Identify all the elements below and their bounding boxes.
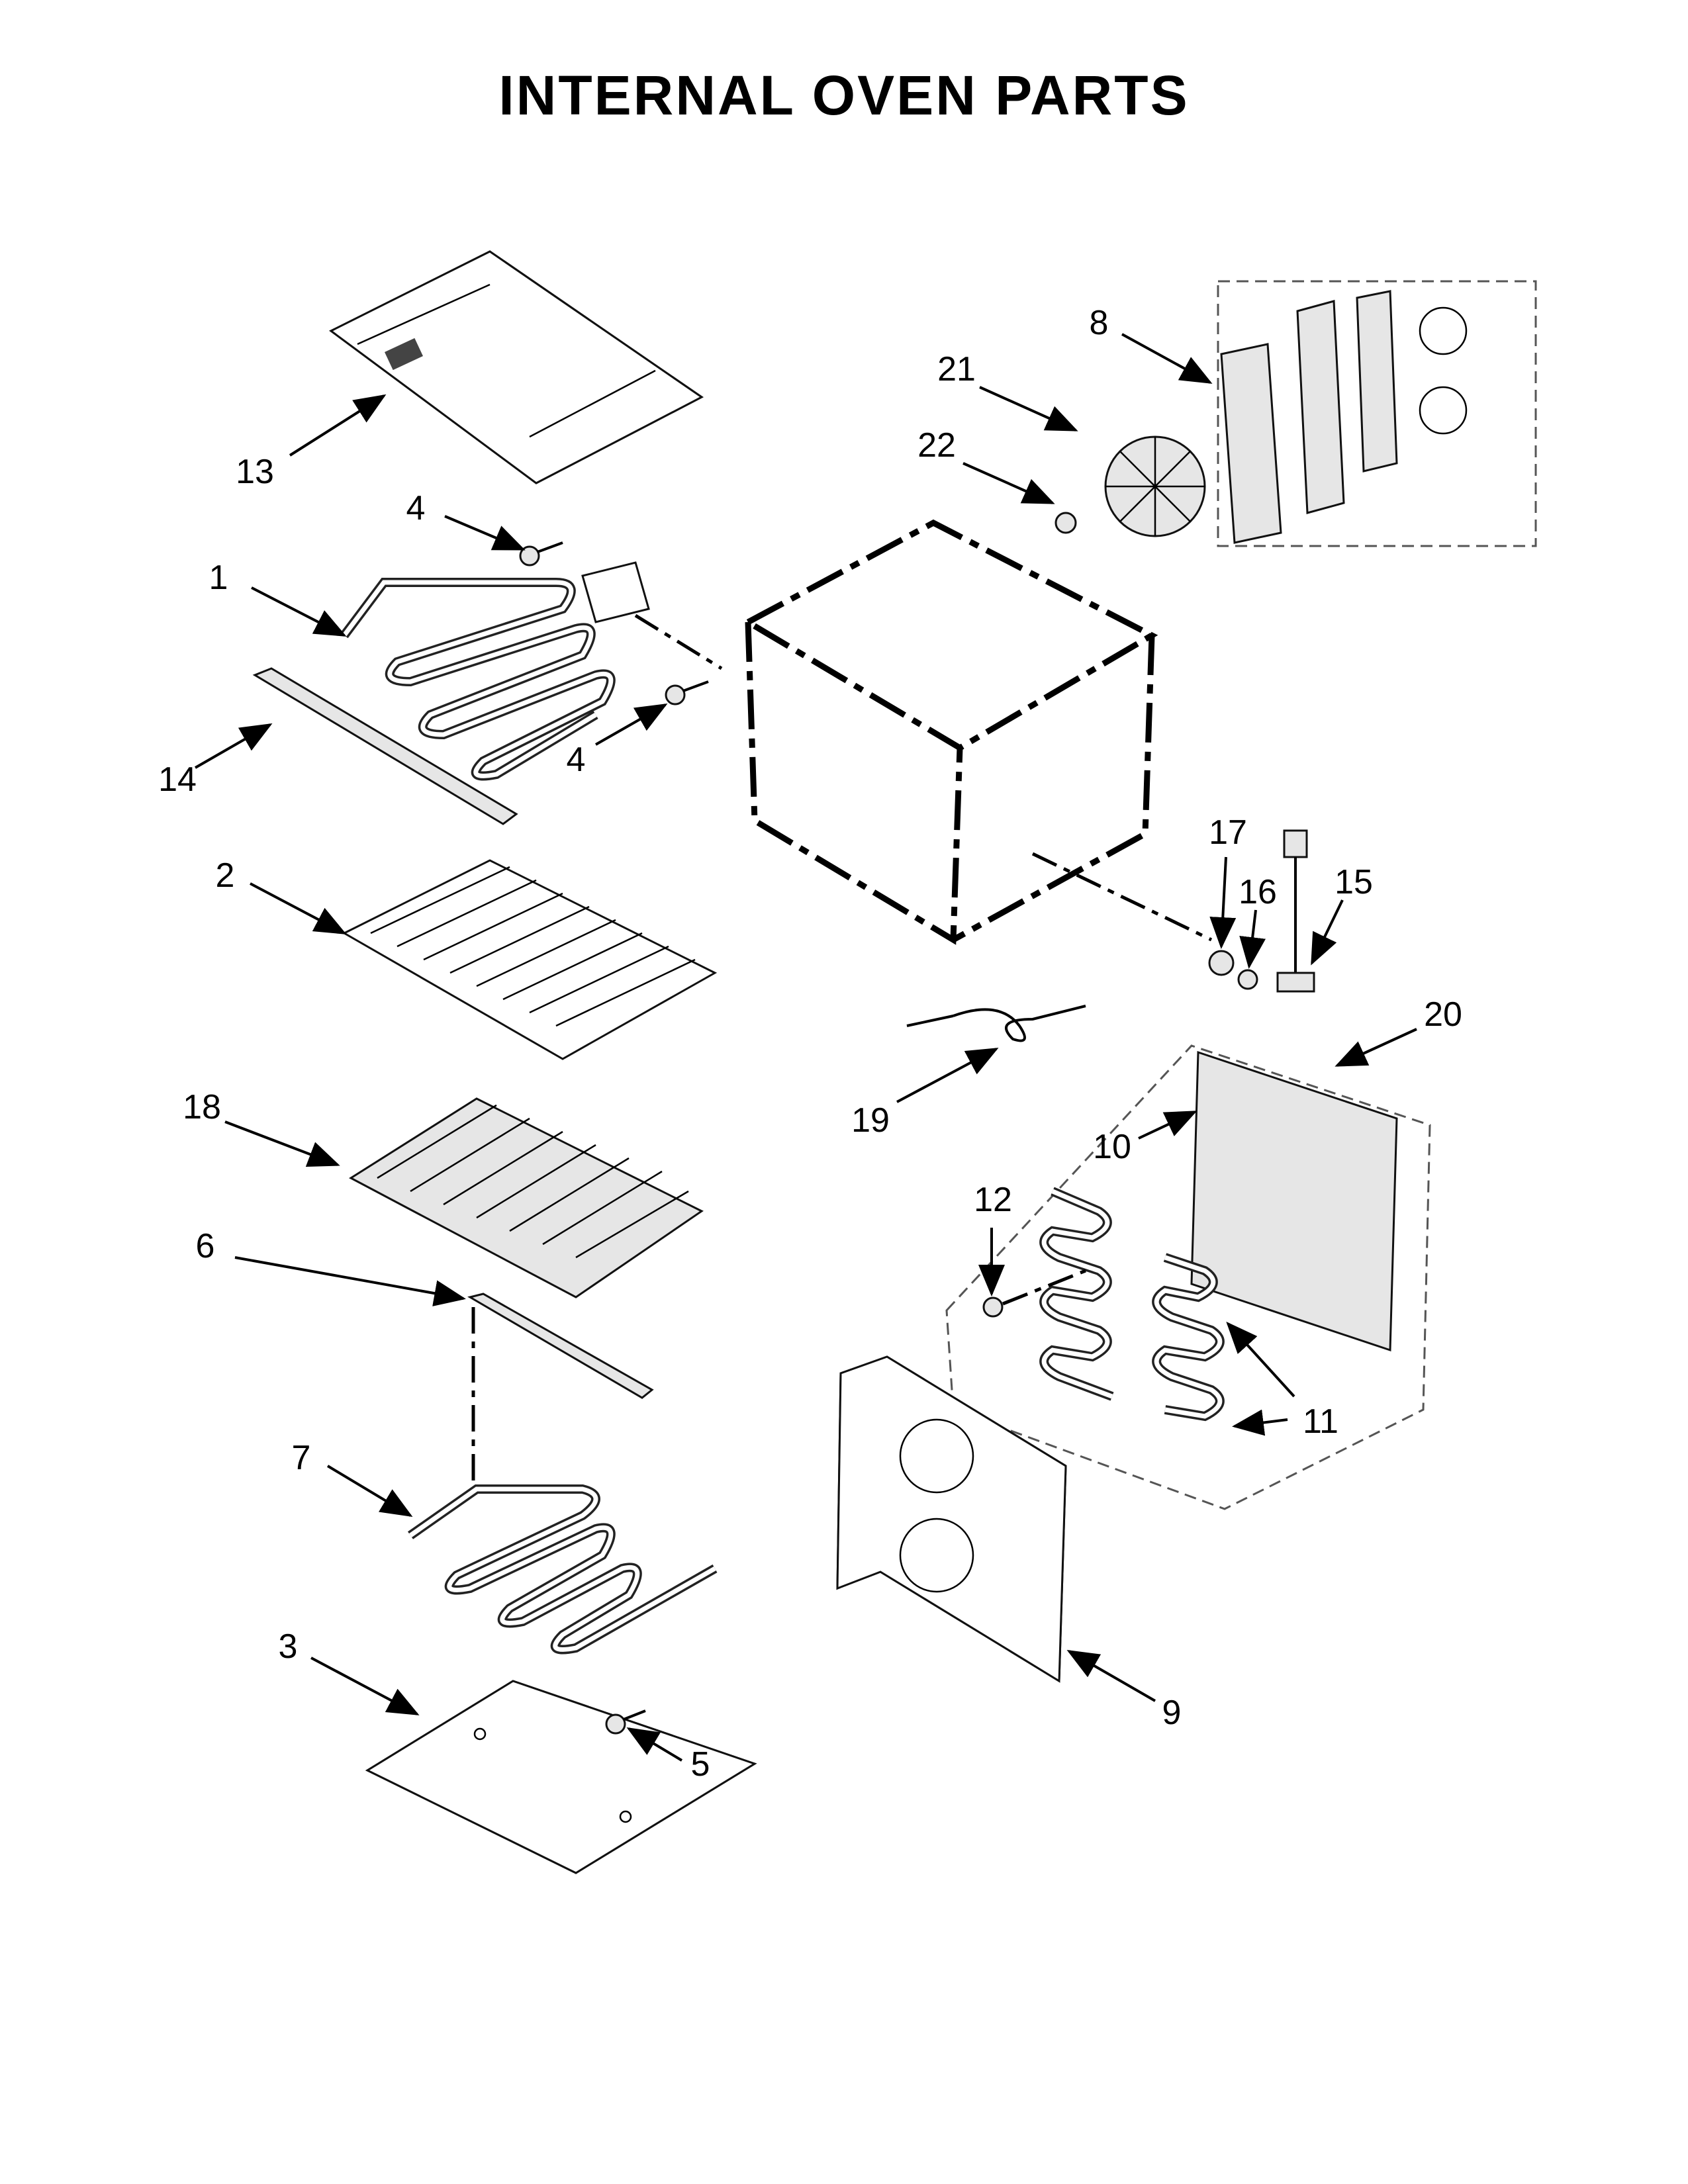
convection-assembly-part [1217,280,1537,547]
screw-5-part [605,1709,646,1735]
callout-5: 5 [691,1745,710,1784]
callout-3: 3 [279,1627,298,1666]
callout-1: 1 [209,559,228,597]
fan-nut-part [1055,512,1077,534]
callout-18: 18 [183,1088,221,1126]
bottom-panel-part [365,1680,757,1874]
callout-labels: 1 2 3 4 4 5 6 7 8 9 10 11 12 13 14 15 16… [158,304,1462,1784]
callout-6: 6 [196,1227,215,1265]
callout-17: 17 [1209,813,1247,852]
leader-arrows [195,333,1417,1762]
callout-20: 20 [1424,995,1462,1034]
callout-15: 15 [1335,863,1373,901]
washer-16-part [1237,969,1258,990]
trim-strip-part [252,667,518,825]
page-title: INTERNAL OVEN PARTS [498,64,1190,126]
fan-blade-part [1104,435,1206,537]
convection-cover-group [945,1044,1431,1510]
callout-12: 12 [974,1181,1012,1219]
screw-4-lower-part [665,680,709,705]
bake-element-part [407,1484,718,1655]
temperature-probe-part [906,1005,1086,1042]
rollout-rack-part [349,1097,704,1298]
convection-element-part [1039,1187,1225,1422]
callout-19: 19 [851,1101,890,1140]
callout-16: 16 [1239,873,1277,911]
callout-13: 13 [236,453,274,491]
callout-8: 8 [1090,304,1109,342]
callout-2: 2 [216,856,235,895]
oven-rack-part [342,859,718,1060]
callout-21: 21 [937,350,976,388]
bushing-17-part [1208,950,1235,976]
callout-7: 7 [292,1439,311,1477]
top-panel-part [329,250,704,484]
callout-4-lower: 4 [567,741,586,779]
callout-9: 9 [1162,1694,1182,1732]
callout-11: 11 [1303,1402,1338,1441]
screw-4-upper-part [519,541,563,567]
callout-14: 14 [158,760,197,799]
callout-10: 10 [1093,1128,1131,1166]
broil-element-part [340,561,723,781]
oven-cavity-outline [741,519,1213,945]
sensor-15-part [1276,829,1315,993]
callout-4-upper: 4 [406,489,426,527]
callout-22: 22 [917,426,956,465]
bottom-trim-part [467,1293,654,1482]
fan-shroud-part [836,1355,1067,1683]
screw-12-part [982,1269,1086,1318]
